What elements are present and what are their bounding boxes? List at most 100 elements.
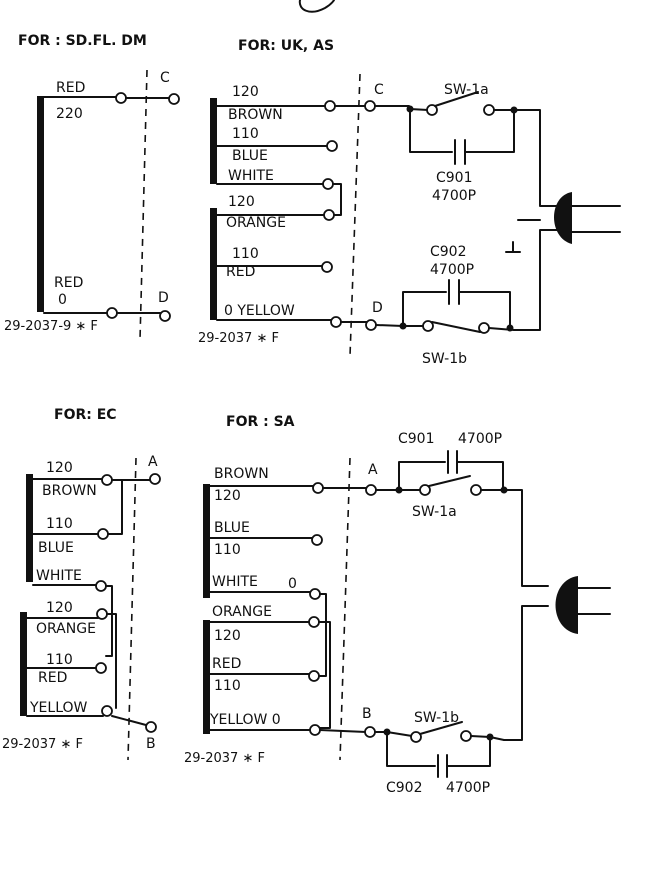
diagram-sd-fl-dm: FOR : SD.FL. DM RED 220 C RED 0 D 29-203…	[4, 33, 180, 341]
switch-contact	[426, 104, 438, 116]
terminal	[115, 92, 127, 104]
wire	[448, 279, 460, 305]
top-fragment	[298, 0, 335, 13]
wire	[318, 621, 331, 729]
wire	[409, 108, 453, 153]
wire	[398, 461, 446, 491]
switch-contact	[410, 731, 422, 743]
wire	[319, 729, 367, 733]
heading-uk: FOR: UK, AS	[238, 38, 334, 54]
terminal-label: B	[362, 706, 372, 722]
wire	[577, 587, 611, 615]
terminal-label: C	[374, 82, 384, 98]
wire	[386, 731, 413, 737]
terminal	[323, 209, 335, 221]
transformer-bar-lower	[20, 612, 27, 716]
connector-boundary	[127, 457, 137, 761]
wire	[107, 479, 123, 535]
voltage-label: 0	[58, 292, 67, 308]
wire	[446, 736, 491, 767]
voltage-label: 120	[232, 84, 259, 100]
wire	[319, 593, 327, 677]
terminal	[106, 307, 118, 319]
switch-sw-1a	[434, 91, 479, 107]
terminal	[96, 608, 108, 620]
terminal	[95, 580, 107, 592]
terminal	[312, 482, 324, 494]
wire	[447, 450, 458, 474]
wire	[464, 109, 515, 153]
wire-label: BLUE	[232, 148, 268, 164]
terminal-label: C	[160, 70, 170, 86]
switch-sw-1b	[419, 721, 463, 735]
voltage-label: 110	[232, 246, 259, 262]
switch-contact	[478, 322, 490, 334]
connector-boundary	[339, 457, 351, 761]
diagram-sa: FOR : SA BROWN 120 BLUE 110 WHITE 0 ORAN…	[184, 414, 611, 796]
wire-label: RED	[56, 80, 85, 96]
terminal	[330, 316, 342, 328]
transformer-bar-upper	[210, 98, 217, 184]
terminal	[309, 724, 321, 736]
part-number: 29-2037 ∗ F	[198, 331, 279, 346]
terminal-b	[364, 726, 376, 738]
terminal	[322, 178, 334, 190]
voltage-label: 110	[46, 516, 73, 532]
wire-label: WHITE	[212, 574, 258, 590]
terminal	[95, 662, 107, 674]
wire-label: 0 YELLOW	[224, 303, 295, 319]
voltage-label: 120	[214, 488, 241, 504]
wire	[503, 605, 549, 741]
wire-label: ORANGE	[36, 621, 96, 637]
transformer-bar-upper	[26, 474, 33, 582]
capacitor-value: 4700P	[458, 431, 502, 447]
terminal	[324, 100, 336, 112]
heading-ec: FOR: EC	[54, 407, 117, 423]
voltage-label: 110	[232, 126, 259, 142]
part-number: 29-2037-9 ∗ F	[4, 319, 98, 334]
wire	[409, 108, 429, 111]
switch-contact	[422, 320, 434, 332]
connector-boundary	[349, 73, 361, 357]
wire-label: RED	[38, 670, 67, 686]
wire-label: YELLOW	[29, 700, 88, 716]
voltage-label: 0	[288, 576, 297, 592]
mains-plug	[555, 576, 578, 634]
switch-label: SW-1a	[444, 82, 489, 98]
capacitor-value: 4700P	[430, 262, 474, 278]
terminal-label: A	[148, 454, 158, 470]
voltage-label: 110	[46, 652, 73, 668]
terminal-a	[149, 473, 161, 485]
wire-label: BLUE	[38, 540, 74, 556]
wire-label: RED	[54, 275, 83, 291]
wire	[571, 205, 621, 233]
wire	[513, 229, 561, 331]
switch-contact	[460, 730, 472, 742]
terminal	[321, 261, 333, 273]
terminal-a	[365, 484, 377, 496]
wire	[503, 489, 549, 587]
wire	[456, 461, 504, 491]
terminal-label: B	[146, 736, 156, 752]
terminal-label: A	[368, 462, 378, 478]
capacitor-value: 4700P	[432, 188, 476, 204]
switch-label: SW-1b	[414, 710, 459, 726]
wire-label: BROWN	[228, 107, 283, 123]
capacitor-label: C901	[436, 170, 473, 186]
wire-label: RED	[226, 264, 255, 280]
junction-dot	[506, 324, 514, 332]
wire	[105, 585, 113, 657]
capacitor-value: 4700P	[446, 780, 490, 796]
terminal-c	[168, 93, 180, 105]
switch-label: SW-1a	[412, 504, 457, 520]
wire	[375, 324, 404, 327]
switch-sw-1a	[428, 475, 471, 487]
wire	[437, 754, 448, 778]
terminal	[101, 474, 113, 486]
terminal-c	[364, 100, 376, 112]
transformer-bar-lower	[210, 208, 217, 320]
voltage-label: 120	[228, 194, 255, 210]
wire	[454, 139, 466, 165]
switch-sw-1b	[431, 321, 481, 333]
